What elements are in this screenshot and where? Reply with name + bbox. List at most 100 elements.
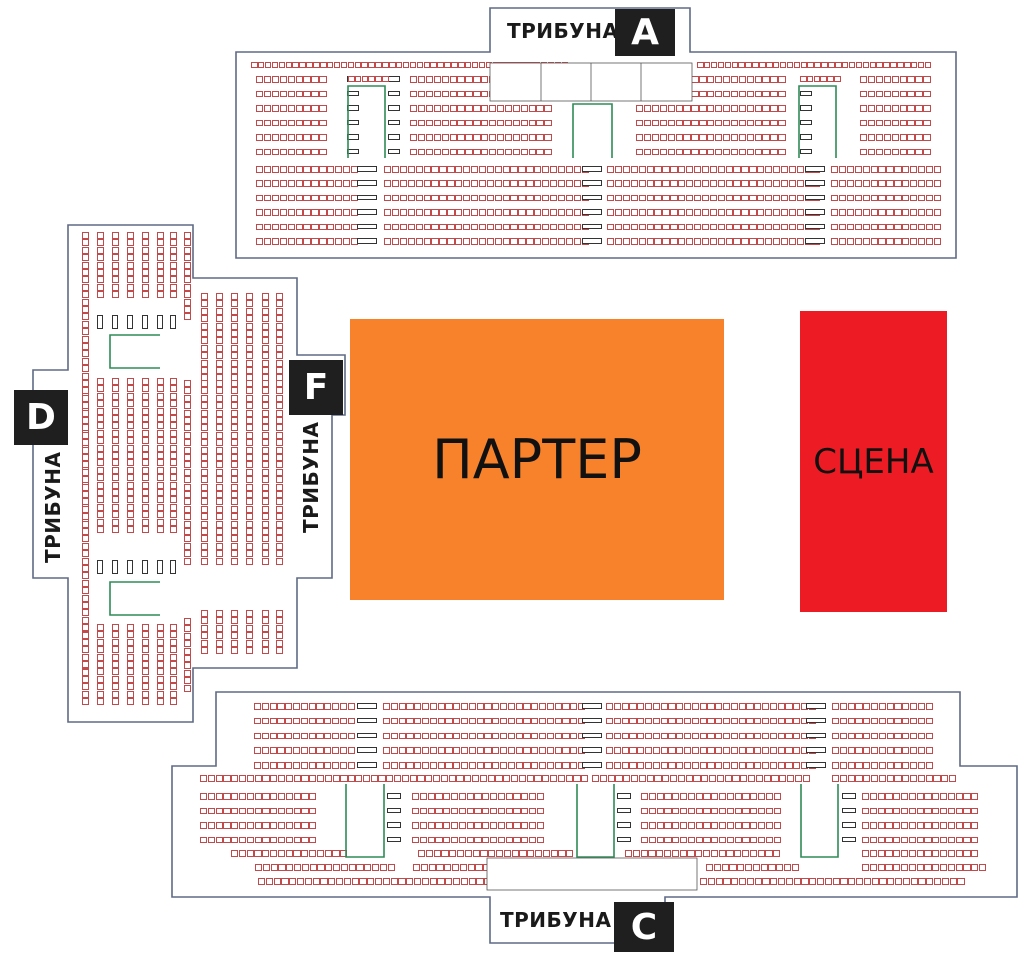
- seat[interactable]: [738, 134, 747, 141]
- seat[interactable]: [415, 194, 423, 202]
- seat[interactable]: [638, 180, 646, 187]
- seat[interactable]: [465, 90, 473, 97]
- seat[interactable]: [741, 180, 749, 187]
- seat[interactable]: [646, 180, 654, 187]
- seat[interactable]: [465, 76, 473, 83]
- seat[interactable]: [800, 105, 812, 111]
- seat[interactable]: [746, 148, 754, 155]
- seat[interactable]: [854, 223, 863, 231]
- seat[interactable]: [899, 119, 907, 126]
- seat[interactable]: [863, 703, 871, 710]
- seat[interactable]: [391, 166, 400, 173]
- seat[interactable]: [502, 209, 510, 216]
- seat[interactable]: [256, 223, 264, 231]
- seat[interactable]: [441, 90, 449, 97]
- seat[interactable]: [867, 76, 876, 83]
- seat[interactable]: [565, 209, 574, 216]
- seat[interactable]: [770, 148, 778, 155]
- seat[interactable]: [256, 119, 264, 126]
- seat[interactable]: [573, 194, 581, 202]
- seat[interactable]: [502, 223, 510, 231]
- seat[interactable]: [515, 703, 523, 710]
- seat[interactable]: [557, 238, 566, 245]
- seat[interactable]: [431, 194, 439, 202]
- seat[interactable]: [423, 194, 431, 202]
- seat[interactable]: [902, 238, 910, 245]
- seat[interactable]: [279, 238, 288, 245]
- seat[interactable]: [886, 238, 894, 245]
- seat[interactable]: [933, 166, 942, 173]
- seat[interactable]: [303, 180, 311, 187]
- seat[interactable]: [557, 180, 566, 187]
- seat[interactable]: [410, 119, 418, 126]
- seat[interactable]: [399, 166, 408, 173]
- seat[interactable]: [391, 194, 400, 202]
- seat[interactable]: [800, 148, 812, 154]
- seat[interactable]: [806, 76, 814, 82]
- seat[interactable]: [933, 238, 942, 245]
- seat[interactable]: [710, 62, 718, 68]
- seat[interactable]: [741, 166, 749, 173]
- seat[interactable]: [715, 134, 723, 141]
- seat[interactable]: [269, 717, 277, 725]
- seat[interactable]: [621, 703, 629, 710]
- seat[interactable]: [646, 166, 654, 173]
- seat[interactable]: [384, 223, 392, 231]
- seat[interactable]: [324, 703, 332, 710]
- seat[interactable]: [765, 194, 773, 202]
- seat[interactable]: [391, 223, 400, 231]
- seat[interactable]: [691, 148, 699, 155]
- seat[interactable]: [607, 194, 615, 202]
- seat[interactable]: [271, 134, 280, 141]
- seat[interactable]: [686, 180, 694, 187]
- seat[interactable]: [357, 166, 377, 172]
- seat[interactable]: [891, 148, 899, 155]
- seat[interactable]: [342, 238, 351, 245]
- seat[interactable]: [319, 223, 327, 231]
- seat[interactable]: [738, 703, 746, 710]
- seat[interactable]: [925, 238, 934, 245]
- seat[interactable]: [759, 62, 766, 68]
- seat[interactable]: [925, 166, 934, 173]
- seat[interactable]: [746, 703, 754, 710]
- seat[interactable]: [263, 166, 272, 173]
- seat[interactable]: [722, 148, 731, 155]
- seat[interactable]: [279, 105, 288, 112]
- seat[interactable]: [862, 166, 870, 173]
- seat[interactable]: [757, 194, 765, 202]
- seat[interactable]: [752, 62, 759, 68]
- seat[interactable]: [582, 209, 602, 215]
- seat[interactable]: [683, 119, 691, 126]
- seat[interactable]: [382, 62, 389, 68]
- seat[interactable]: [342, 166, 351, 173]
- seat[interactable]: [287, 166, 295, 173]
- seat[interactable]: [725, 209, 733, 216]
- seat[interactable]: [662, 223, 670, 231]
- seat[interactable]: [780, 238, 789, 245]
- seat[interactable]: [870, 238, 878, 245]
- seat[interactable]: [470, 166, 479, 173]
- seat[interactable]: [917, 166, 926, 173]
- seat[interactable]: [415, 166, 423, 173]
- seat[interactable]: [917, 62, 925, 68]
- seat[interactable]: [531, 703, 539, 710]
- seat[interactable]: [765, 180, 773, 187]
- seat[interactable]: [295, 209, 303, 216]
- seat[interactable]: [271, 209, 280, 216]
- seat[interactable]: [693, 180, 702, 187]
- seat[interactable]: [407, 238, 416, 245]
- seat[interactable]: [528, 134, 536, 141]
- seat[interactable]: [430, 62, 437, 68]
- seat[interactable]: [870, 180, 878, 187]
- seat[interactable]: [504, 105, 513, 112]
- seat[interactable]: [546, 703, 555, 710]
- seat[interactable]: [643, 134, 652, 141]
- seat[interactable]: [489, 148, 497, 155]
- seat[interactable]: [770, 134, 778, 141]
- seat[interactable]: [772, 166, 781, 173]
- seat[interactable]: [785, 703, 793, 710]
- seat[interactable]: [899, 134, 907, 141]
- seat[interactable]: [757, 209, 765, 216]
- seat[interactable]: [871, 703, 879, 710]
- seat[interactable]: [410, 134, 418, 141]
